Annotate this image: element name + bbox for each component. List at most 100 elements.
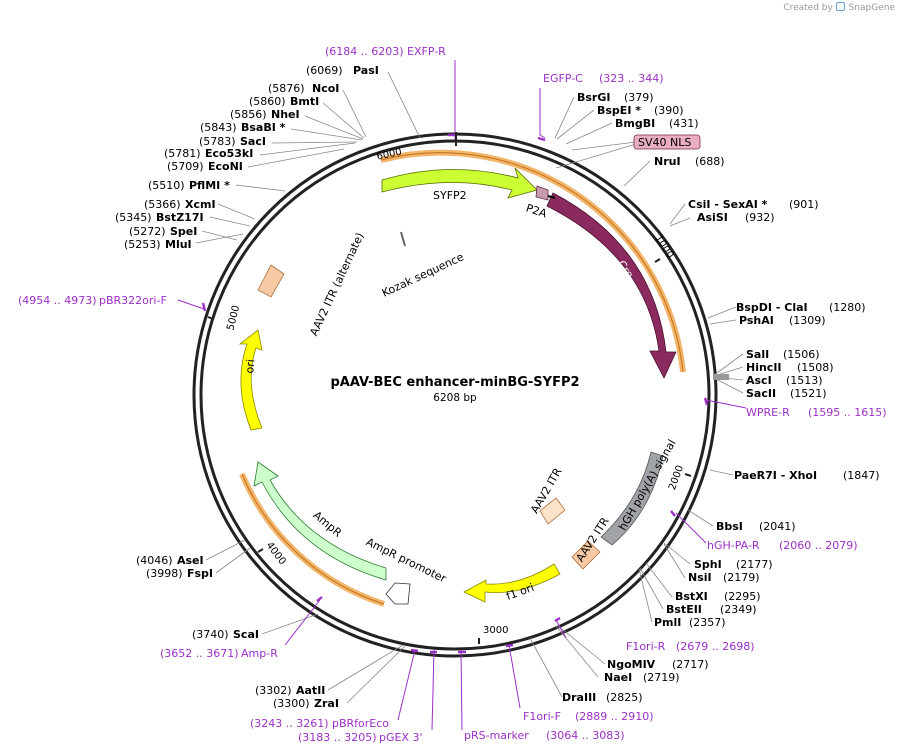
site-name-bsrgi[interactable]: BsrGI — [577, 91, 610, 104]
site-name-bsabi[interactable]: BsaBI * — [241, 121, 286, 134]
primer-name-prs-marker[interactable]: pRS-marker — [464, 729, 529, 742]
site-pos-bspdi-clai: (1280) — [829, 301, 866, 314]
site-name-fspi[interactable]: FspI — [187, 567, 213, 580]
site-name-sphi[interactable]: SphI — [694, 558, 722, 571]
site-name-bstz17i[interactable]: BstZ17I — [156, 211, 204, 224]
primer-range-egfp-c: (323 .. 344) — [599, 72, 664, 85]
site-pos-bmgbi: (431) — [669, 117, 699, 130]
site-pos-bbsi: (2041) — [759, 520, 796, 533]
site-name-ncoi[interactable]: NcoI — [312, 82, 339, 95]
feature-cre-arrow[interactable] — [546, 192, 677, 379]
site-name-bsteii[interactable]: BstEII — [666, 603, 702, 616]
plasmid-size: 6208 bp — [433, 392, 477, 404]
feature-hgh-polya-box[interactable] — [600, 451, 664, 546]
feature-label-ori: ori — [243, 359, 257, 374]
primer-range-prs-marker: (3064 .. 3083) — [546, 729, 625, 742]
primer-range-wpre-r: (1595 .. 1615) — [808, 406, 887, 419]
primer-leader-lines — [177, 60, 747, 731]
site-pos-bsrgi: (379) — [624, 91, 654, 104]
feature-f1-ori-arrow[interactable] — [463, 563, 561, 603]
site-name-nsii[interactable]: NsiI — [688, 571, 712, 584]
feature-ampr-promoter-arrow[interactable] — [385, 582, 411, 605]
site-name-aatii[interactable]: AatII — [296, 684, 325, 697]
primer-name-amp-r[interactable]: Amp-R — [241, 647, 278, 660]
site-pos-fspi: (3998) — [146, 567, 183, 580]
primer-name-pgex3[interactable]: pGEX 3' — [379, 731, 423, 744]
site-name-zrai[interactable]: ZraI — [314, 697, 339, 710]
site-name-bmti[interactable]: BmtI — [290, 95, 319, 108]
primer-name-egfp-c[interactable]: EGFP-C — [543, 72, 583, 85]
site-name-asisi[interactable]: AsiSI — [697, 211, 728, 224]
feature-ampr-arrow[interactable] — [253, 461, 387, 581]
primer-name-exfp-r[interactable]: EXFP-R — [407, 45, 446, 58]
site-name-naei[interactable]: NaeI — [604, 671, 632, 684]
sites-left: (6069) PasI (5876) NcoI (5860) BmtI (585… — [115, 64, 379, 710]
primer-range-f1ori-f: (2889 .. 2910) — [575, 710, 654, 723]
site-name-paer7i-xhoi[interactable]: PaeR7I - XhoI — [734, 469, 817, 482]
feature-label-aav2-itr-alternate: AAV2 ITR (alternate) — [307, 231, 366, 338]
site-name-asci[interactable]: AscI — [746, 374, 772, 387]
site-pos-spei: (5272) — [129, 225, 166, 238]
primer-name-hgh-pa-r[interactable]: hGH-PA-R — [707, 539, 760, 552]
site-pos-sacii: (1521) — [790, 387, 827, 400]
sv40-nls-leader — [555, 143, 637, 169]
site-name-mlui[interactable]: MluI — [165, 238, 192, 251]
site-name-bmgbi[interactable]: BmgBI — [615, 117, 655, 130]
site-name-spei[interactable]: SpeI — [170, 225, 197, 238]
primer-name-pbr322ori-f[interactable]: pBR322ori-F — [99, 294, 167, 307]
tick-marks — [207, 132, 692, 644]
primer-name-f1ori-r[interactable]: F1ori-R — [626, 640, 666, 653]
site-pos-nsii: (2179) — [723, 571, 760, 584]
site-name-econi[interactable]: EcoNI — [208, 160, 243, 173]
site-pos-paer7i-xhoi: (1847) — [843, 469, 880, 482]
site-name-scai[interactable]: ScaI — [233, 628, 259, 641]
tick-label-5000: 5000 — [225, 304, 242, 331]
site-name-hincii[interactable]: HincII — [746, 361, 782, 374]
site-name-pmli[interactable]: PmlI — [654, 616, 681, 629]
site-name-pshai[interactable]: PshAI — [739, 314, 774, 327]
primer-name-pbrforeco[interactable]: pBRforEco — [332, 717, 389, 730]
site-pos-ncoi: (5876) — [268, 82, 305, 95]
tick-label-3000: 3000 — [483, 625, 508, 636]
site-name-asei[interactable]: AseI — [177, 554, 204, 567]
site-pos-hincii: (1508) — [797, 361, 834, 374]
primer-name-f1ori-f[interactable]: F1ori-F — [523, 710, 561, 723]
site-name-ngomiv[interactable]: NgoMIV — [607, 658, 656, 671]
site-name-sacii[interactable]: SacII — [746, 387, 776, 400]
site-name-pflmi[interactable]: PflMI * — [189, 179, 230, 192]
feature-ori-arrow[interactable] — [238, 329, 263, 431]
primer-labels: (6184 .. 6203) EXFP-R EGFP-C (323 .. 344… — [18, 45, 887, 744]
feature-aav2-itr-box[interactable] — [539, 497, 566, 525]
credit-brand: SnapGene — [848, 3, 895, 13]
site-pos-saci: (5783) — [199, 135, 236, 148]
site-name-eco53ki[interactable]: Eco53kI — [205, 147, 253, 160]
feature-syfp2-arrow[interactable] — [381, 167, 538, 199]
tick-label-1000: 1000 — [652, 233, 675, 260]
feature-aav2-itr-alternate-box[interactable] — [257, 264, 285, 298]
site-name-bspdi-clai[interactable]: BspDI - ClaI — [736, 301, 808, 314]
feature-p2a-arrow[interactable] — [535, 185, 549, 201]
site-cluster-marker — [713, 374, 729, 380]
site-pos-asisi: (932) — [745, 211, 775, 224]
site-name-bspei[interactable]: BspEI * — [597, 104, 641, 117]
credit-prefix: Created by — [783, 3, 833, 13]
site-name-pasi[interactable]: PasI — [353, 64, 379, 77]
site-pos-eco53ki: (5781) — [164, 147, 201, 160]
primer-name-wpre-r[interactable]: WPRE-R — [746, 406, 790, 419]
site-name-bstxi[interactable]: BstXI — [675, 590, 708, 603]
feature-aav2-itr-lower-box[interactable] — [571, 540, 601, 570]
primer-range-hgh-pa-r: (2060 .. 2079) — [779, 539, 858, 552]
site-leader-lines — [195, 71, 744, 704]
site-name-sali[interactable]: SalI — [746, 348, 769, 361]
kozak-marker — [400, 231, 406, 247]
site-name-draiii[interactable]: DraIII — [562, 691, 596, 704]
site-name-bbsi[interactable]: BbsI — [716, 520, 743, 533]
site-name-nhei[interactable]: NheI — [271, 108, 300, 121]
site-name-csii-sexai[interactable]: CsiI - SexAI * — [688, 198, 768, 211]
site-name-nrui[interactable]: NruI — [654, 155, 681, 168]
feature-region-band-top-edge — [380, 152, 684, 373]
site-name-saci[interactable]: SacI — [240, 135, 266, 148]
site-name-xcmi[interactable]: XcmI — [185, 198, 216, 211]
site-pos-pasi: (6069) — [306, 64, 343, 77]
primer-range-exfp-r: (6184 .. 6203) — [325, 45, 404, 58]
